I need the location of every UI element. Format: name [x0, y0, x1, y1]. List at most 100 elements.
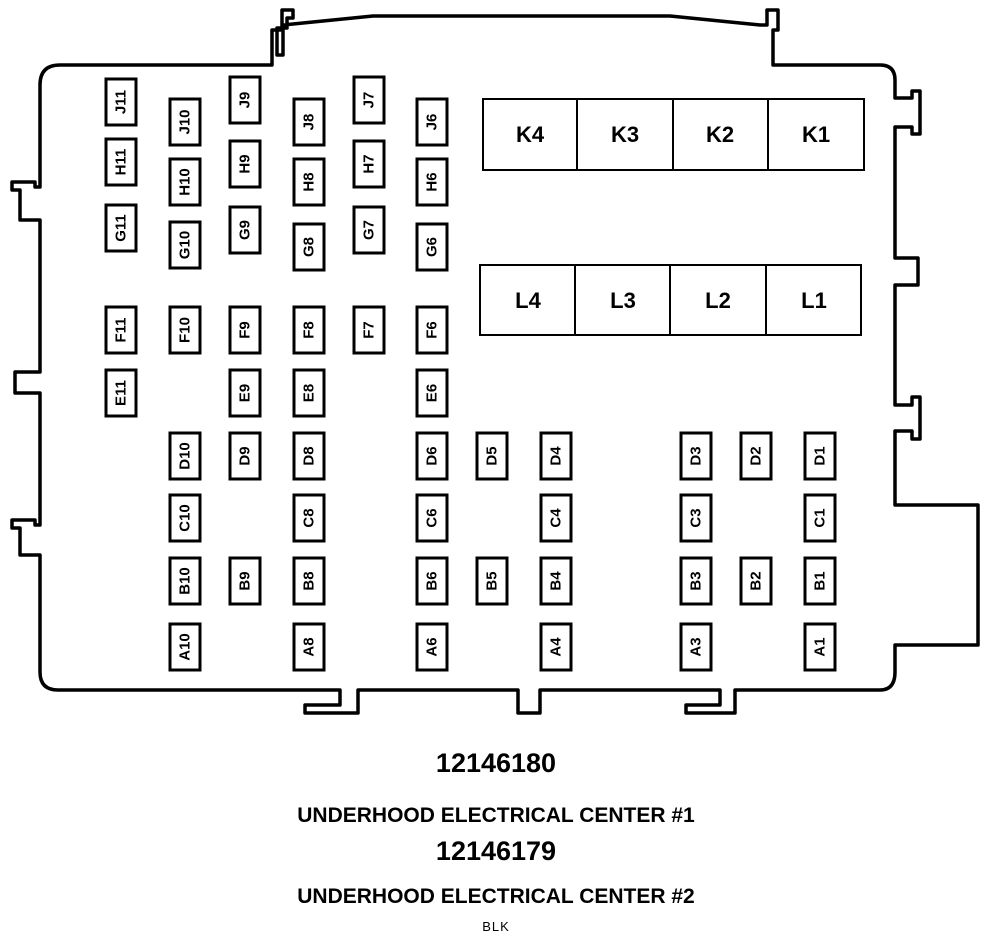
fuse-outline	[415, 622, 449, 672]
fuse-label: A4	[548, 637, 565, 657]
fuse-label: D8	[301, 446, 318, 465]
fuse-label: G11	[113, 214, 130, 242]
fuse-label: H8	[301, 172, 318, 191]
fuse-outline	[228, 368, 262, 418]
relay-block-l: L4 L3 L2 L1	[479, 264, 862, 336]
fuse-c10: C10	[168, 493, 202, 543]
fuse-label: B10	[177, 567, 194, 595]
fuse-outline	[539, 622, 573, 672]
fuse-outline	[679, 431, 713, 481]
fuse-b8: B8	[292, 556, 326, 606]
fuse-label: G7	[361, 220, 378, 240]
fuse-outline	[803, 493, 837, 543]
fuse-g10: G10	[168, 220, 202, 270]
fuse-b2: B2	[739, 556, 773, 606]
fuse-outline	[168, 431, 202, 481]
fuse-label: E9	[237, 384, 254, 402]
fuse-label: H9	[237, 154, 254, 173]
fuse-outline	[292, 97, 326, 147]
fuse-d8: D8	[292, 431, 326, 481]
fuse-label: J7	[361, 92, 378, 109]
fuse-label: D2	[748, 446, 765, 465]
fuse-outline	[168, 157, 202, 207]
fuse-label: C6	[424, 508, 441, 527]
relay-k4-label: K4	[516, 122, 545, 147]
fuse-b5: B5	[475, 556, 509, 606]
fuse-outline	[679, 493, 713, 543]
fuse-g11: G11	[104, 203, 138, 253]
fuse-h6: H6	[415, 157, 449, 207]
fuse-j10: J10	[168, 97, 202, 147]
fuse-c8: C8	[292, 493, 326, 543]
fuse-outline	[803, 622, 837, 672]
fuse-label: D1	[812, 446, 829, 465]
fuse-label: F6	[424, 321, 441, 339]
fuse-label: C3	[688, 508, 705, 527]
fuse-g6: G6	[415, 222, 449, 272]
housing-outline	[10, 8, 980, 715]
fuse-outline	[168, 556, 202, 606]
fuse-outline	[415, 97, 449, 147]
fuse-label: F11	[113, 317, 130, 342]
fuse-label: A8	[301, 637, 318, 656]
fuse-a4: A4	[539, 622, 573, 672]
fuse-b9: B9	[228, 556, 262, 606]
fuse-label: E6	[424, 384, 441, 402]
fuse-outline	[228, 139, 262, 189]
color-code: BLK	[482, 919, 510, 934]
fuse-outline	[292, 222, 326, 272]
fuse-outline	[228, 205, 262, 255]
fuse-outline	[104, 137, 138, 187]
fuse-e8: E8	[292, 368, 326, 418]
fuse-label: D4	[548, 446, 565, 466]
fuse-outline	[739, 431, 773, 481]
fuse-outline	[475, 556, 509, 606]
fuse-h11: H11	[104, 137, 138, 187]
fuse-outline	[352, 205, 386, 255]
fuse-outline	[803, 431, 837, 481]
fuse-outline	[168, 220, 202, 270]
fuse-outline	[475, 431, 509, 481]
fuse-label: A6	[424, 637, 441, 656]
fuse-a3: A3	[679, 622, 713, 672]
fuse-label: C4	[548, 508, 565, 528]
fuse-label: F8	[301, 321, 318, 339]
fuse-h9: H9	[228, 139, 262, 189]
fuse-outline	[292, 368, 326, 418]
fuse-block-diagram: K4 K3 K2 K1 L4 L3 L2 L1 J11H11G11F11E11J…	[10, 8, 980, 715]
fuse-j9: J9	[228, 75, 262, 125]
fuse-label: J11	[113, 90, 130, 114]
fuse-label: F7	[361, 321, 378, 339]
fuse-label: D3	[688, 446, 705, 465]
fuse-outline	[228, 431, 262, 481]
fuse-g8: G8	[292, 222, 326, 272]
fuse-j11: J11	[104, 77, 138, 127]
fuse-outline	[104, 368, 138, 418]
fuse-label: C10	[177, 504, 194, 532]
fuse-d9: D9	[228, 431, 262, 481]
fuse-group: J11H11G11F11E11J10H10G10F10D10C10B10A10J…	[104, 75, 837, 672]
fuse-g7: G7	[352, 205, 386, 255]
fuse-b10: B10	[168, 556, 202, 606]
fuse-label: B9	[237, 571, 254, 590]
fuse-d5: D5	[475, 431, 509, 481]
fuse-c4: C4	[539, 493, 573, 543]
fuse-c3: C3	[679, 493, 713, 543]
fuse-outline	[228, 305, 262, 355]
fuse-outline	[415, 305, 449, 355]
fuse-outline	[292, 493, 326, 543]
fuse-outline	[228, 556, 262, 606]
fuse-a6: A6	[415, 622, 449, 672]
fuse-outline	[539, 493, 573, 543]
fuse-label: A1	[812, 637, 829, 656]
fuse-f8: F8	[292, 305, 326, 355]
fuse-d10: D10	[168, 431, 202, 481]
fuse-outline	[292, 556, 326, 606]
fuse-outline	[292, 305, 326, 355]
fuse-f9: F9	[228, 305, 262, 355]
fuse-outline	[415, 431, 449, 481]
part-number-1: 12146180	[435, 748, 557, 778]
fuse-label: E8	[301, 384, 318, 402]
fuse-a10: A10	[168, 622, 202, 672]
relay-k2-label: K2	[706, 122, 734, 147]
